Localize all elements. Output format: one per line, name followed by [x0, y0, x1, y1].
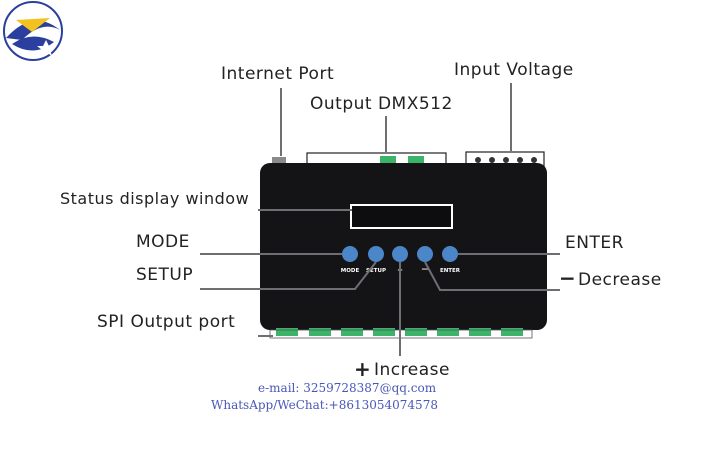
contact-email: e-mail: 3259728387@qq.com [258, 381, 437, 395]
internet-port-connector [272, 157, 286, 165]
dmx-connector-2 [408, 156, 424, 164]
decrease-button [417, 246, 433, 262]
leader-lines [200, 83, 560, 356]
label-decrease: Decrease [578, 270, 662, 290]
increase-button [392, 246, 408, 262]
button-label-mode: MODE [341, 268, 360, 274]
label-spi-output-port: SPI Output port [97, 312, 236, 332]
label-input-voltage: Input Voltage [454, 60, 574, 80]
brand-logo-icon [3, 1, 63, 61]
contact-whatsapp: WhatsApp/WeChat:+8613054074578 [211, 398, 438, 412]
label-output-dmx512: Output DMX512 [310, 94, 453, 114]
button-label-setup: SETUP [366, 268, 386, 274]
label-increase: Increase [374, 360, 450, 380]
label-mode: MODE [136, 232, 190, 252]
label-increase-symbol: + [354, 357, 372, 381]
button-label-enter: ENTER [440, 268, 461, 274]
setup-button [368, 246, 384, 262]
device-body [260, 163, 547, 330]
button-label-minus: — [422, 265, 429, 273]
label-internet-port: Internet Port [221, 64, 335, 84]
enter-button [442, 246, 458, 262]
label-status-display-window: Status display window [60, 189, 250, 208]
label-enter: ENTER [565, 233, 624, 253]
label-setup: SETUP [136, 265, 194, 285]
status-display [350, 204, 453, 229]
label-decrease-symbol: − [559, 266, 577, 290]
dmx-connector-1 [380, 156, 396, 164]
mode-button [342, 246, 358, 262]
spi-connectors [276, 328, 523, 336]
